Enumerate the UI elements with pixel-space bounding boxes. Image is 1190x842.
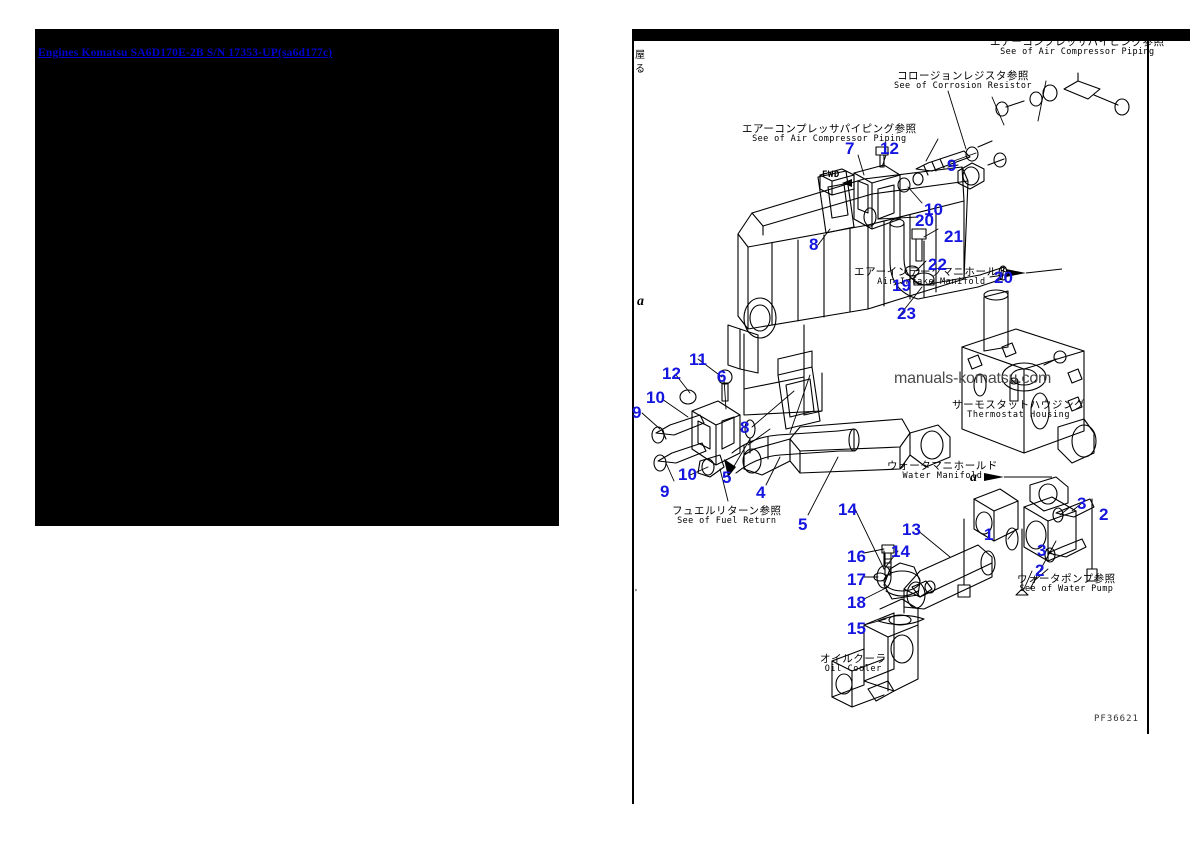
callout-20-a[interactable]: 20 [915, 211, 934, 230]
callout-18[interactable]: 18 [847, 593, 866, 612]
callout-14-a[interactable]: 14 [838, 500, 857, 519]
callout-5-a[interactable]: 5 [722, 468, 732, 487]
label-see-air-compressor-piping-left: エアーコンプレッサパイピング参照 See of Air Compressor P… [742, 123, 917, 145]
label-thermostat-housing: サーモスタットハウジング Thermostat Housing [952, 399, 1086, 421]
page-border-left [632, 29, 634, 804]
callout-1[interactable]: 1 [984, 525, 994, 544]
label-see-corrosion-resistor: コロージョンレジスタ参照 See of Corrosion Resistor [894, 70, 1032, 92]
callout-17[interactable]: 17 [847, 570, 866, 589]
label-jp: ウォータポンプ参照 [1017, 573, 1116, 585]
callout-12-top[interactable]: 12 [880, 139, 899, 158]
label-en: See of Water Pump [1019, 584, 1114, 595]
label-oil-cooler: オイルクーラ Oil Cooler [820, 653, 887, 675]
label-jp: サーモスタットハウジング [952, 399, 1086, 411]
callout-6[interactable]: 6 [717, 367, 727, 386]
callout-3-a[interactable]: 3 [1077, 494, 1087, 513]
callout-9-left-b[interactable]: 9 [660, 482, 670, 501]
callout-21[interactable]: 21 [944, 227, 963, 246]
edge-mark-3: ' [635, 588, 637, 599]
label-en: Air Intake Manifold [877, 277, 986, 288]
fwd-label: FWD [822, 170, 840, 180]
label-en: Oil Cooler [824, 664, 882, 675]
page-top-black-bar [634, 29, 1190, 41]
callout-10-left-b[interactable]: 10 [678, 465, 697, 484]
parts-diagram-page: FWD 屋 る a ' エアーコンプレッサパイピング参照 See of Air … [632, 29, 1190, 804]
label-see-air-compressor-piping-top: エアーコンプレッサパイピング参照 See of Air Compressor P… [990, 36, 1165, 58]
callout-23[interactable]: 23 [897, 304, 916, 323]
callout-5-b[interactable]: 5 [798, 515, 808, 534]
label-en: Water Manifold [902, 471, 983, 482]
callout-19[interactable]: 19 [892, 276, 911, 295]
label-jp: コロージョンレジスタ参照 [897, 70, 1029, 82]
edge-mark-1: る [635, 64, 645, 75]
label-en: See of Corrosion Resistor [894, 81, 1032, 92]
callout-9-left-a[interactable]: 9 [632, 403, 642, 422]
label-en: See of Air Compressor Piping [752, 134, 907, 145]
callout-4[interactable]: 4 [756, 483, 766, 502]
engine-model-link[interactable]: Engines Komatsu SA6D170E-2B S/N 17353-UP… [38, 47, 333, 59]
callout-22[interactable]: 22 [928, 255, 947, 274]
callout-12-left[interactable]: 12 [662, 364, 681, 383]
label-jp: オイルクーラ [820, 653, 887, 665]
mechanical-line-art [641, 72, 1130, 708]
callout-2-a[interactable]: 2 [1099, 505, 1109, 524]
page-border-right [1147, 29, 1149, 734]
edge-mark-0: 屋 [635, 50, 645, 61]
label-jp: エアーコンプレッサパイピング参照 [742, 123, 917, 135]
callout-7[interactable]: 7 [845, 139, 855, 158]
callout-8-left[interactable]: 8 [740, 418, 750, 437]
callout-8-top[interactable]: 8 [809, 235, 819, 254]
callout-14-b[interactable]: 14 [891, 542, 910, 561]
callout-11[interactable]: 11 [689, 350, 707, 369]
label-see-fuel-return: フュエルリターン参照 See of Fuel Return [672, 505, 782, 527]
label-water-manifold: ウォータマニホールド Water Manifold [887, 460, 998, 482]
fwd-direction-badge: FWD [818, 167, 858, 197]
label-jp: フュエルリターン参照 [672, 505, 782, 517]
callout-15[interactable]: 15 [847, 619, 866, 638]
drawing-number: PF36621 [1094, 714, 1139, 724]
label-jp: ウォータマニホールド [887, 460, 998, 472]
callout-13[interactable]: 13 [902, 520, 921, 539]
label-jp: エアーコンプレッサパイピング参照 [990, 36, 1165, 48]
edge-section-mark-a: a [637, 294, 644, 309]
callout-20-b[interactable]: 20 [994, 268, 1013, 287]
label-en: Thermostat Housing [967, 410, 1071, 421]
section-mark-a: a [970, 470, 977, 485]
black-placeholder-image [35, 29, 559, 526]
label-en: See of Air Compressor Piping [1000, 47, 1155, 58]
callout-9-top[interactable]: 9 [947, 156, 957, 175]
callout-3-b[interactable]: 3 [1037, 541, 1047, 560]
label-see-water-pump: ウォータポンプ参照 See of Water Pump [1017, 573, 1116, 595]
callout-10-left-a[interactable]: 10 [646, 388, 665, 407]
label-air-intake-manifold: エアーインテークマニホールド Air Intake Manifold [854, 266, 1009, 288]
site-watermark: manuals-komatsu.com [894, 370, 1052, 387]
label-en: See of Fuel Return [677, 516, 777, 527]
left-preview-pane: Engines Komatsu SA6D170E-2B S/N 17353-UP… [35, 29, 559, 526]
label-jp: エアーインテークマニホールド [854, 266, 1009, 278]
callout-16[interactable]: 16 [847, 547, 866, 566]
callout-2-b[interactable]: 2 [1035, 561, 1045, 580]
callout-10-top[interactable]: 10 [924, 200, 943, 219]
